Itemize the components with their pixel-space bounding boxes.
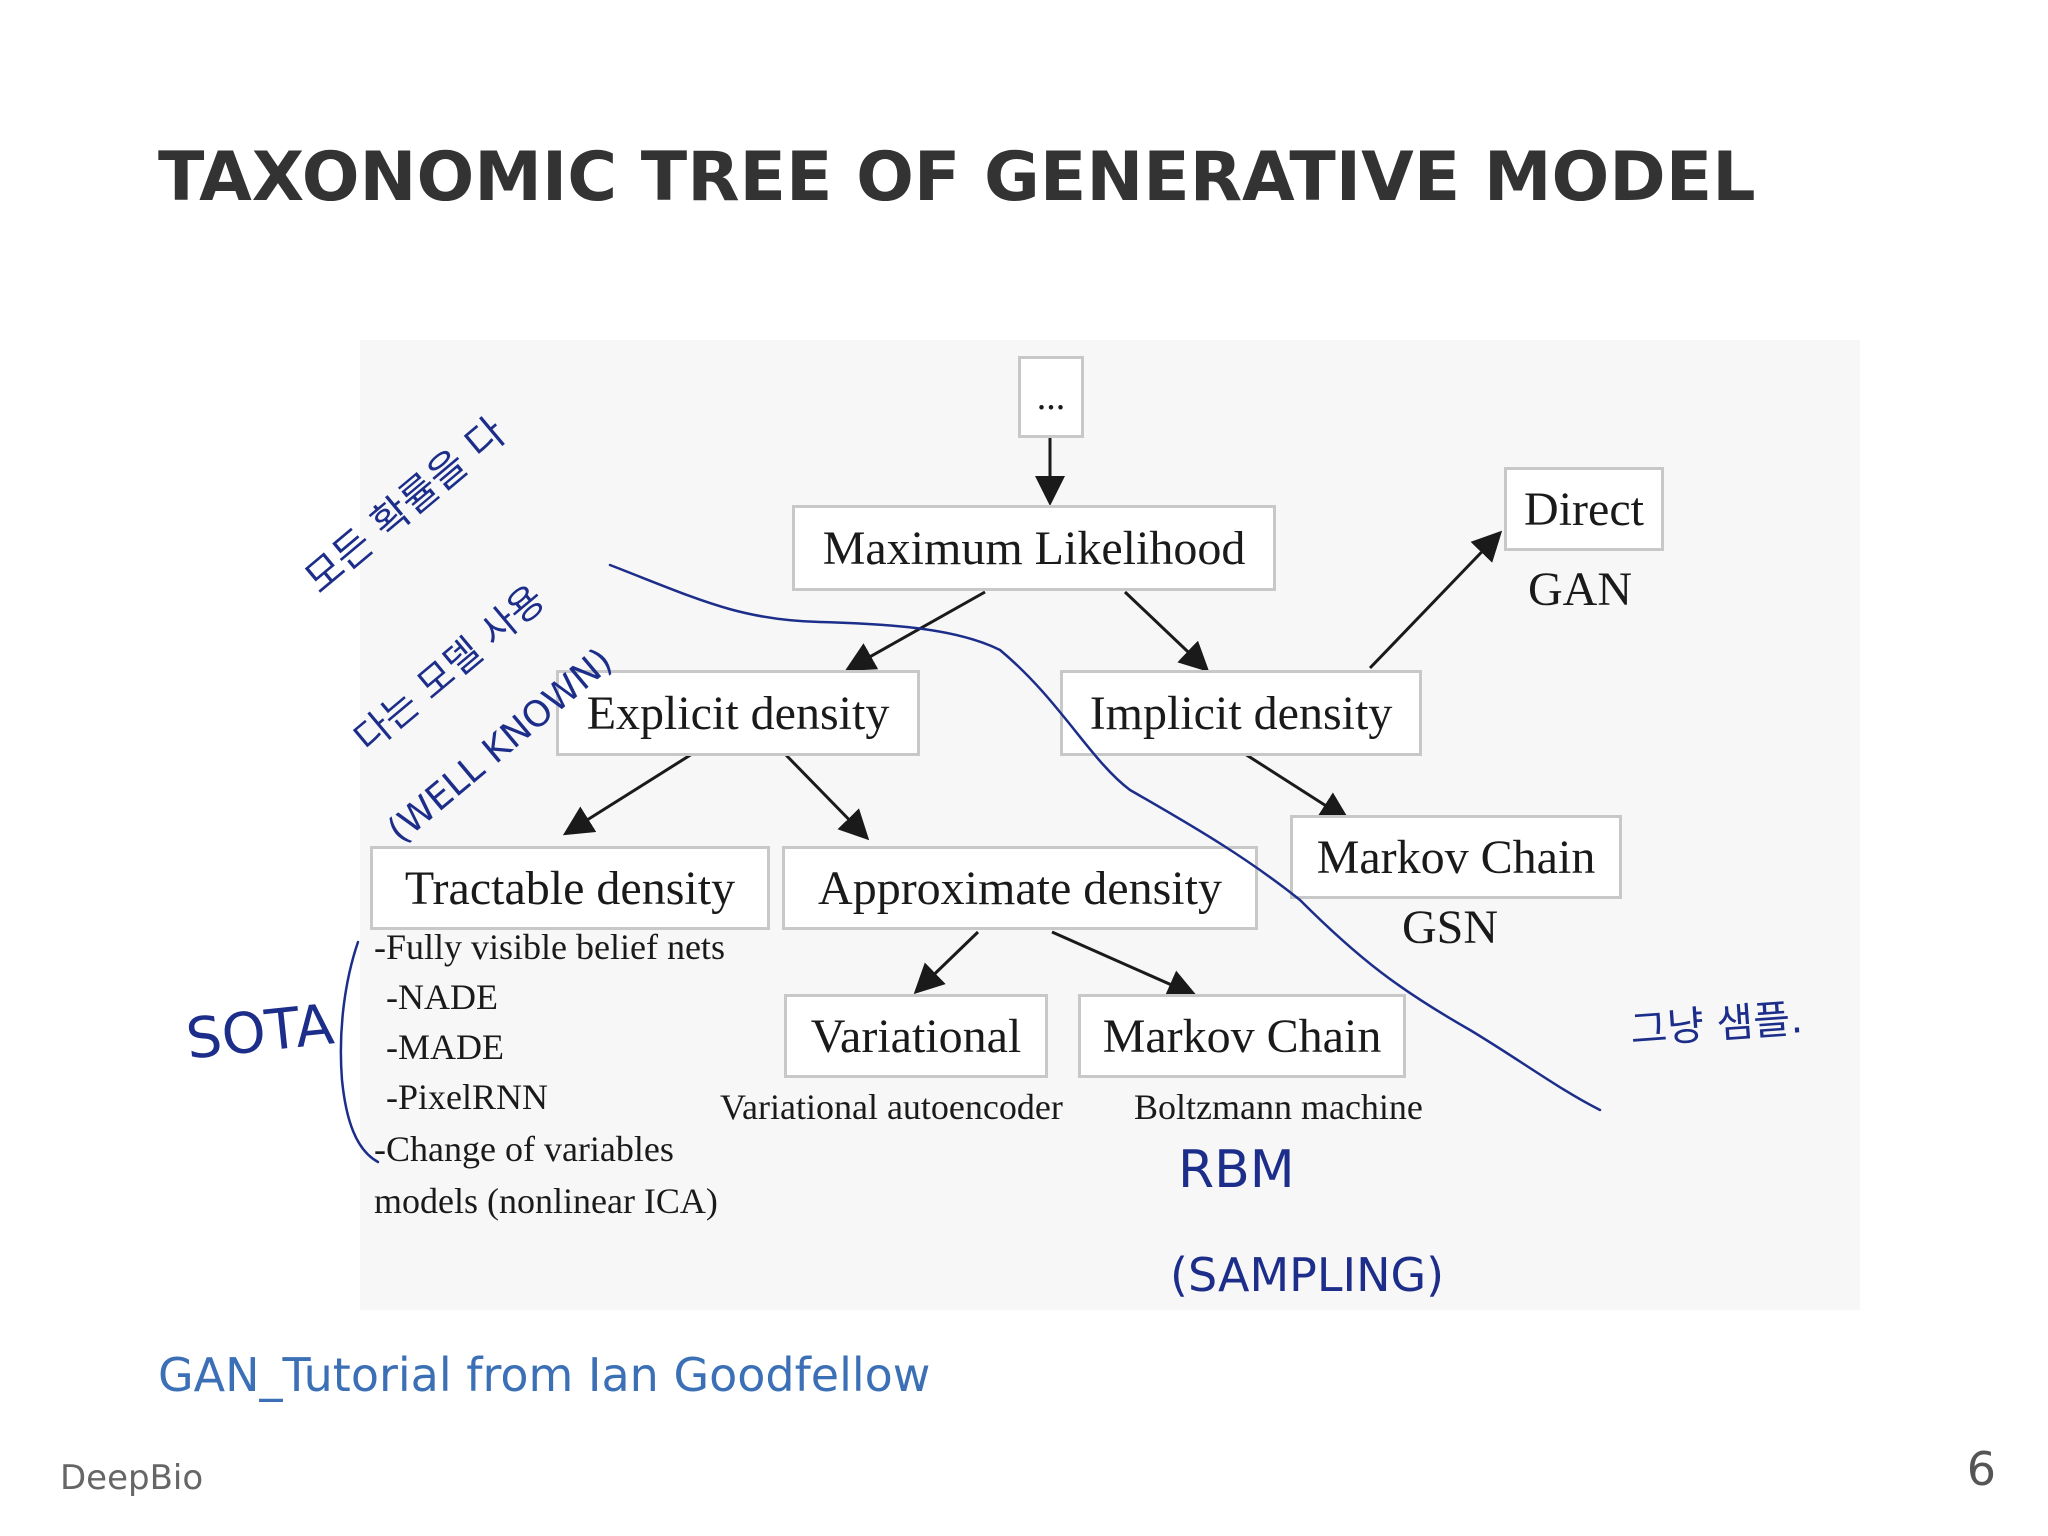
node-direct: Direct bbox=[1504, 467, 1664, 551]
node-markov-chain-approx-sub: Boltzmann machine bbox=[1134, 1087, 1423, 1127]
node-variational: Variational bbox=[784, 994, 1048, 1078]
arrow-explicit-to-approx bbox=[783, 752, 870, 841]
arrow-approx-to-variational bbox=[913, 930, 980, 995]
tractable-item-1: -Fully visible belief nets bbox=[374, 927, 725, 967]
ink-rbm: RBM bbox=[1178, 1140, 1295, 1200]
slide-title: TAXONOMIC TREE OF GENERATIVE MODEL bbox=[158, 138, 1756, 217]
node-markov-chain-approx: Markov Chain bbox=[1078, 994, 1406, 1078]
tractable-item-3: -MADE bbox=[386, 1027, 504, 1067]
node-markov-chain-implicit-sub: GSN bbox=[1402, 901, 1499, 954]
ink-sampling: (SAMPLING) bbox=[1170, 1248, 1445, 1302]
node-direct-sub: GAN bbox=[1528, 563, 1632, 616]
node-markov-chain-implicit: Markov Chain bbox=[1290, 815, 1622, 899]
footer-brand: DeepBio bbox=[60, 1458, 204, 1498]
page-number: 6 bbox=[1966, 1442, 1996, 1496]
arrow-explicit-to-tractable bbox=[562, 752, 693, 836]
arrow-implicit-to-markov bbox=[1244, 752, 1351, 822]
ink-long-curve bbox=[608, 563, 1602, 1112]
arrow-ml-to-implicit bbox=[1123, 590, 1210, 673]
tractable-item-2: -NADE bbox=[386, 977, 498, 1017]
tractable-item-5: -Change of variables bbox=[374, 1129, 674, 1169]
ink-sota-bracket bbox=[339, 940, 380, 1164]
node-approximate-density: Approximate density bbox=[782, 846, 1258, 930]
node-maximum-likelihood: Maximum Likelihood bbox=[792, 505, 1276, 591]
source-caption: GAN_Tutorial from Ian Goodfellow bbox=[158, 1348, 931, 1402]
tractable-item-4: -PixelRNN bbox=[386, 1077, 548, 1117]
node-root: ... bbox=[1018, 356, 1084, 438]
node-implicit-density: Implicit density bbox=[1060, 670, 1422, 756]
arrow-ml-to-explicit bbox=[844, 590, 986, 671]
node-variational-sub: Variational autoencoder bbox=[720, 1087, 1063, 1127]
tractable-item-6: models (nonlinear ICA) bbox=[374, 1181, 718, 1221]
ink-korean-right: 그냥 샘플. bbox=[1628, 996, 1805, 1054]
node-explicit-density: Explicit density bbox=[556, 670, 920, 756]
arrow-approx-to-markov bbox=[1051, 930, 1198, 998]
arrow-implicit-to-direct bbox=[1368, 530, 1503, 670]
node-tractable-density: Tractable density bbox=[370, 846, 770, 930]
